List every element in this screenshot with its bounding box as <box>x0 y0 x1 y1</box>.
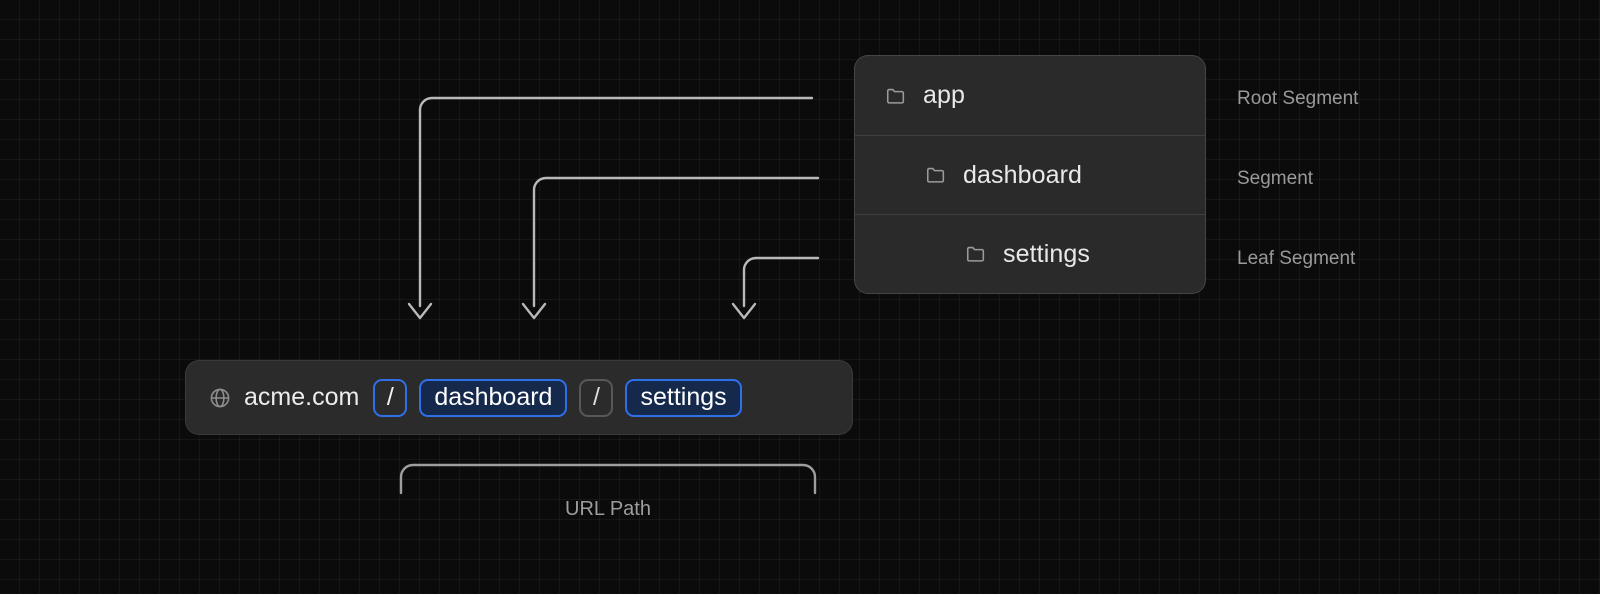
annotation-leaf-segment: Leaf Segment <box>1237 248 1356 269</box>
url-path-brace <box>398 460 818 496</box>
connector-dashboard-to-segment <box>532 176 820 308</box>
url-separator-chip-1[interactable]: / <box>373 378 408 417</box>
url-segment-chip-settings[interactable]: settings <box>625 378 742 417</box>
tree-row[interactable]: dashboard <box>855 135 1205 214</box>
tree-row-label: app <box>923 81 966 109</box>
arrowhead-app <box>407 302 433 320</box>
folder-tree-card: app dashboard settings <box>854 55 1206 294</box>
tree-row-label: dashboard <box>963 160 1083 189</box>
folder-icon <box>926 167 945 183</box>
globe-icon <box>210 388 230 407</box>
url-bar[interactable]: acme.com / dashboard / settings <box>185 360 853 435</box>
tree-row[interactable]: app <box>855 56 1205 135</box>
url-separator-chip-2[interactable]: / <box>579 378 614 417</box>
connector-settings-to-segment <box>742 256 820 308</box>
arrowhead-settings <box>731 302 757 320</box>
arrowhead-dashboard <box>521 302 547 320</box>
annotation-segment: Segment <box>1237 168 1314 189</box>
connector-app-to-slash <box>418 96 814 308</box>
folder-icon <box>966 246 985 262</box>
url-host: acme.com <box>244 383 360 411</box>
folder-icon <box>886 88 905 104</box>
url-segment-chip-dashboard[interactable]: dashboard <box>419 378 568 417</box>
annotation-root-segment: Root Segment <box>1237 88 1359 109</box>
url-path-label: URL Path <box>565 498 651 520</box>
tree-row-label: settings <box>1003 239 1090 268</box>
tree-row[interactable]: settings <box>855 214 1205 293</box>
